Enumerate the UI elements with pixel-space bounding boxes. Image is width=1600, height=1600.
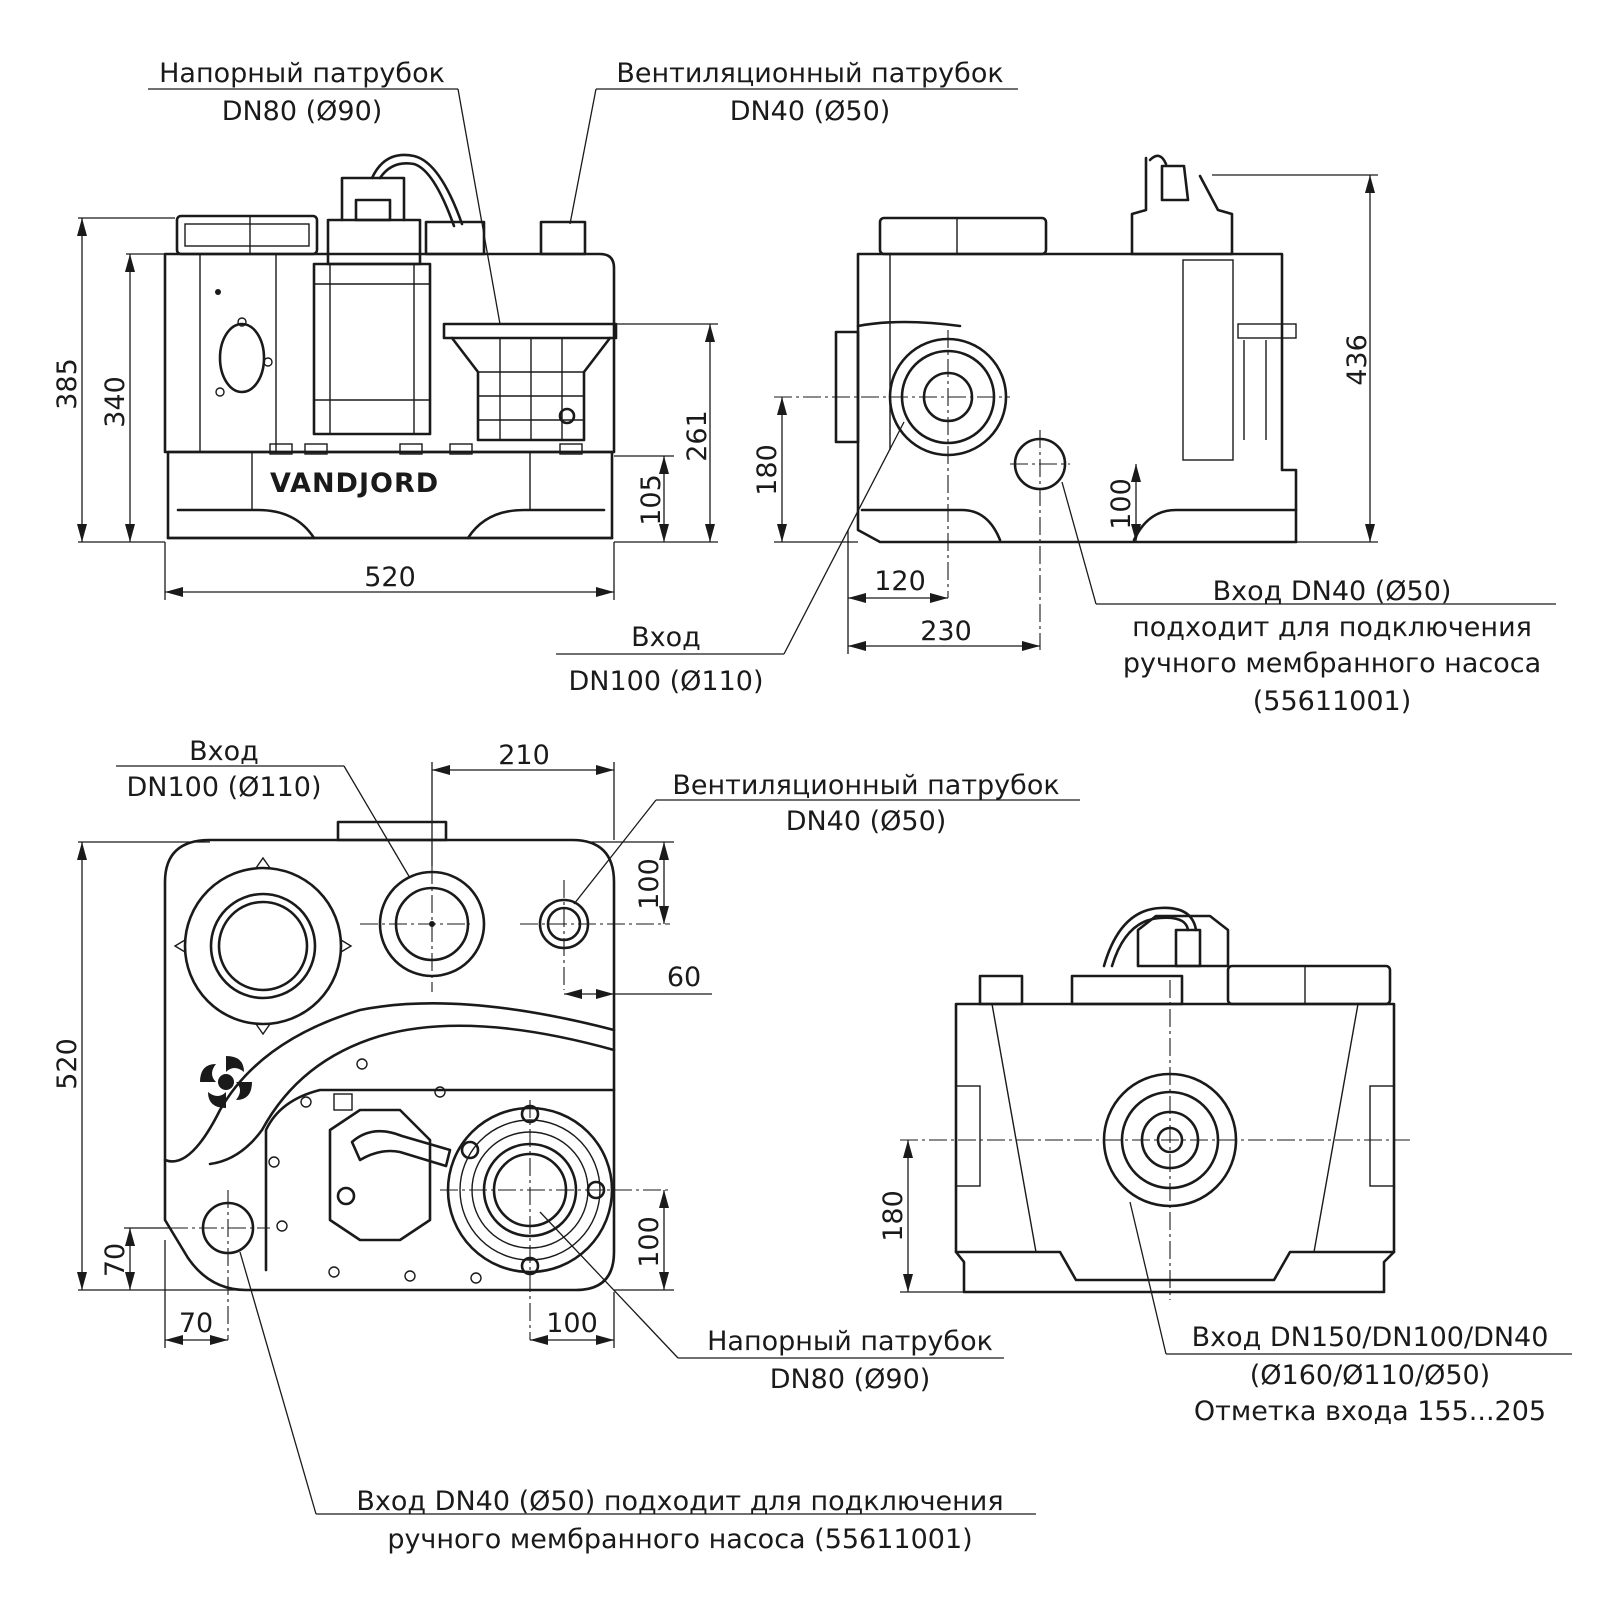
dim-top-100-outlet-x: 100 (546, 1308, 598, 1339)
dim-rear-180: 180 (878, 1190, 909, 1242)
dim-front-340: 340 (100, 376, 131, 428)
dim-front-520: 520 (364, 562, 416, 593)
label-side-small-inlet-2: подходит для подключения (1132, 612, 1532, 643)
label-top-vent-size: DN40 (Ø50) (786, 806, 947, 837)
label-front-outlet: Напорный патрубок (159, 58, 445, 89)
dim-top-70-y: 70 (100, 1243, 131, 1277)
label-top-small-inlet-2: ручного мембранного насоса (55611001) (387, 1524, 972, 1555)
dim-front-385: 385 (52, 358, 83, 410)
dim-top-520: 520 (52, 1038, 83, 1090)
label-front-vent: Вентиляционный патрубок (616, 58, 1003, 89)
label-top-inlet-size: DN100 (Ø110) (127, 772, 322, 803)
label-rear-inlet-1: Вход DN150/DN100/DN40 (1192, 1322, 1549, 1353)
label-top-inlet: Вход (189, 736, 259, 767)
brand-logo: VANDJORD (270, 468, 439, 499)
dim-top-60: 60 (667, 962, 701, 993)
label-side-inlet-size: DN100 (Ø110) (569, 666, 764, 697)
label-front-outlet-size: DN80 (Ø90) (222, 96, 383, 127)
label-side-small-inlet-4: (55611001) (1253, 686, 1412, 717)
dim-side-230: 230 (920, 616, 972, 647)
label-side-inlet: Вход (631, 622, 701, 653)
label-rear-inlet-3: Отметка входа 155...205 (1194, 1396, 1546, 1427)
front-view: VANDJORD 385 340 105 261 520 Напорный па… (52, 58, 1018, 600)
label-top-small-inlet-1: Вход DN40 (Ø50) подходит для подключения (356, 1486, 1003, 1517)
label-front-vent-size: DN40 (Ø50) (730, 96, 891, 127)
label-side-small-inlet-1: Вход DN40 (Ø50) (1213, 576, 1452, 607)
vandjord-logo-icon (200, 1056, 252, 1108)
dim-front-105: 105 (636, 474, 667, 526)
label-top-outlet-size: DN80 (Ø90) (770, 1364, 931, 1395)
dim-side-120: 120 (874, 566, 926, 597)
dim-front-261: 261 (682, 410, 713, 462)
dim-side-180: 180 (752, 444, 783, 496)
label-side-small-inlet-3: ручного мембранного насоса (1123, 648, 1541, 679)
rear-view: 180 Вход DN150/DN100/DN40 (Ø160/Ø110/Ø50… (878, 906, 1572, 1427)
label-top-outlet: Напорный патрубок (707, 1326, 993, 1357)
top-view: 520 210 100 60 100 100 70 70 Вход DN100 … (52, 736, 1080, 1555)
dim-side-100: 100 (1106, 478, 1137, 530)
dim-top-100-outlet-y: 100 (634, 1216, 665, 1268)
side-view: 436 180 100 120 230 Вход DN100 (Ø110) Вх… (556, 154, 1556, 717)
label-top-vent: Вентиляционный патрубок (672, 770, 1059, 801)
dim-side-436: 436 (1342, 334, 1373, 386)
dim-top-70-x: 70 (179, 1308, 213, 1339)
dim-top-210: 210 (498, 740, 550, 771)
dim-top-100-vent: 100 (634, 858, 665, 910)
label-rear-inlet-2: (Ø160/Ø110/Ø50) (1250, 1360, 1490, 1391)
